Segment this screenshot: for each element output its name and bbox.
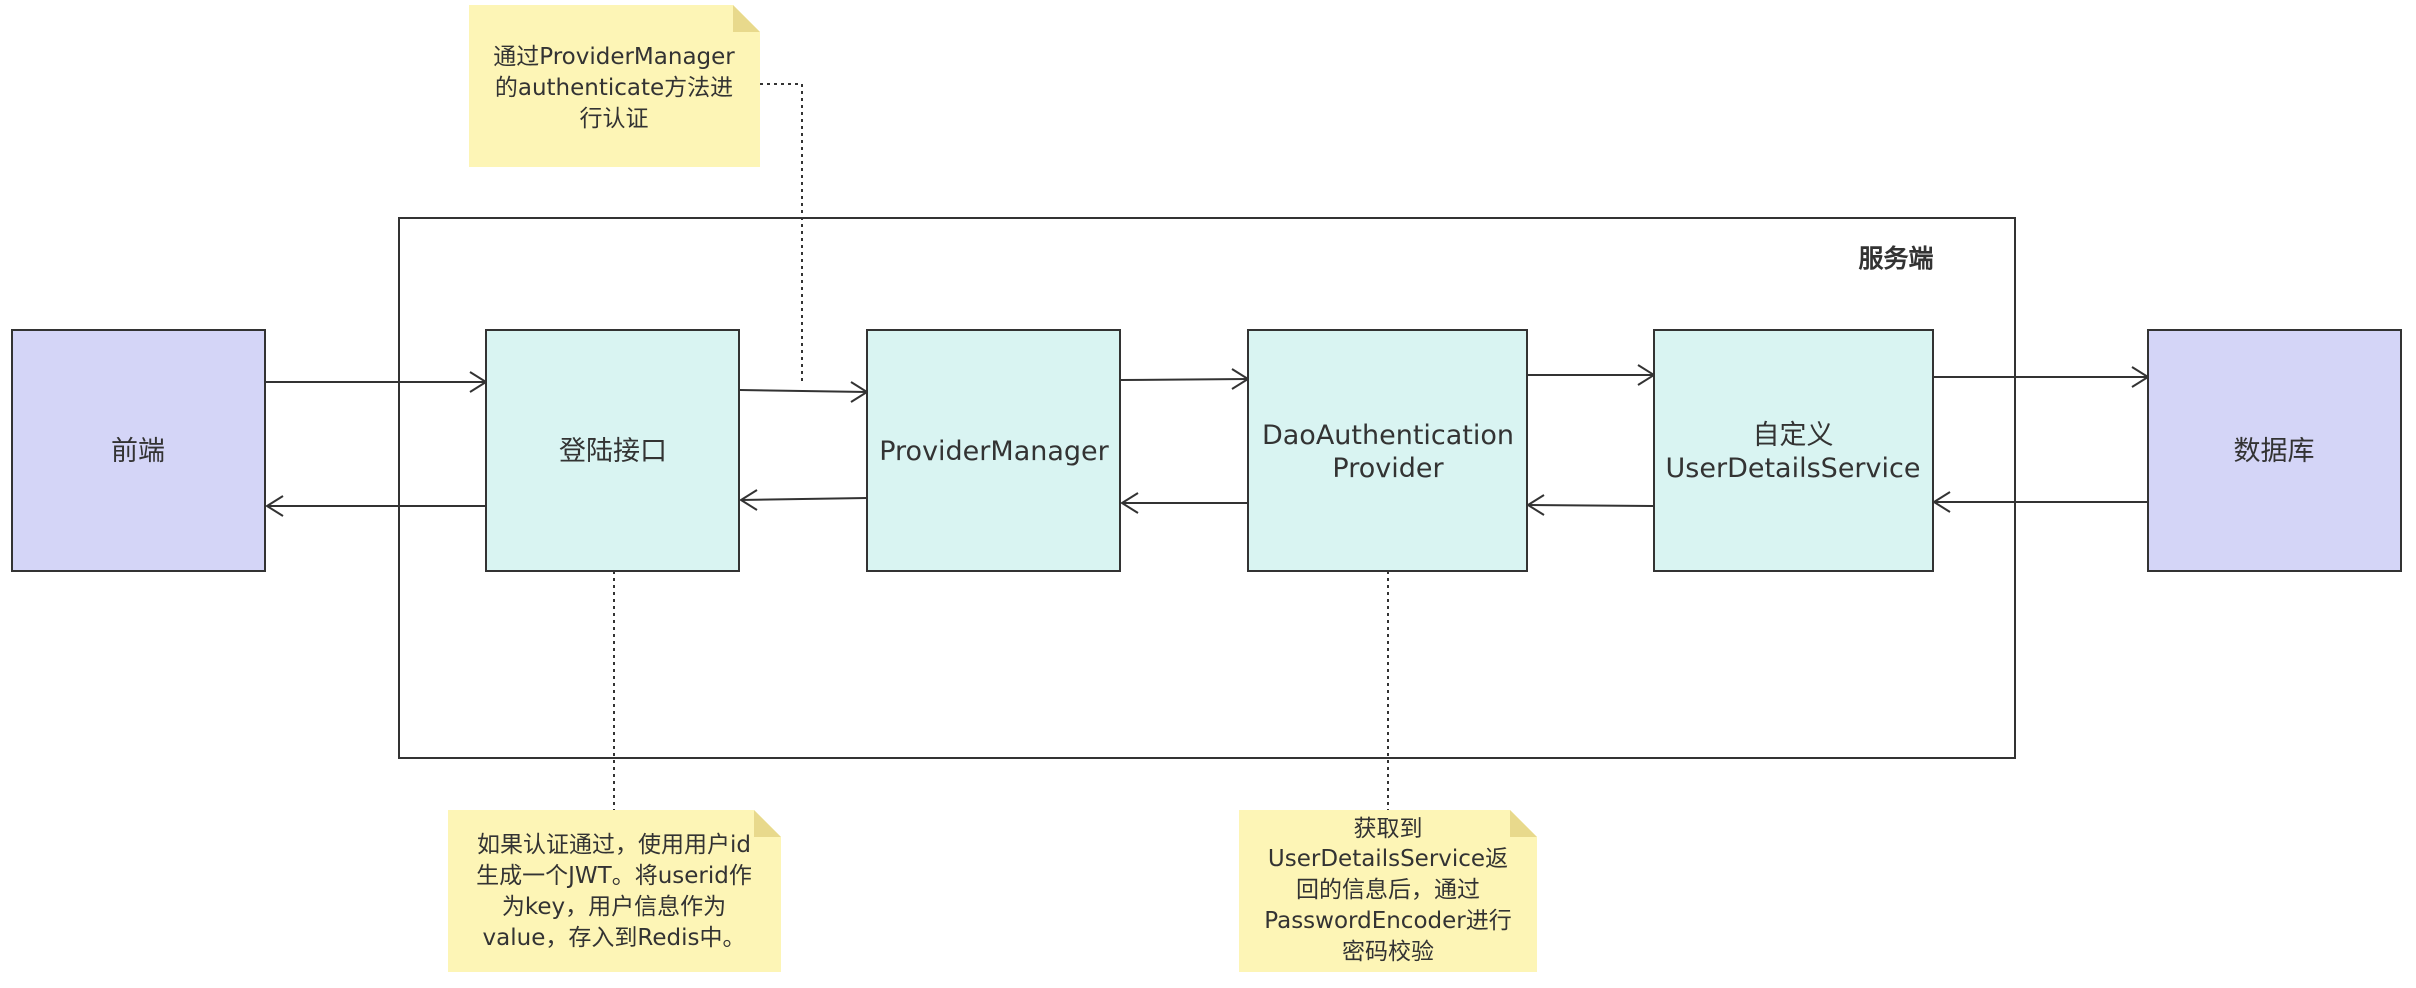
note-bottom-right-line-4: PasswordEncoder进行 [1264,908,1511,934]
note-connectors [613,83,1389,810]
node-frontend-label: 前端 [111,436,165,467]
arrow-provider-manager-to-login [739,489,868,511]
note-bottom-right-line-5: 密码校验 [1342,939,1434,965]
node-dao-authentication-provider: DaoAuthentication Provider [1247,329,1528,572]
node-login-api: 登陆接口 [485,329,740,572]
node-database-label: 数据库 [2234,436,2315,467]
server-group: 服务端 [398,217,2016,759]
note-bottom-right: 获取到 UserDetailsService返 回的信息后，通过 Passwor… [1239,810,1537,972]
note-top-line-2: 的authenticate方法进 [495,75,733,101]
node-provider-manager: ProviderManager [866,329,1121,572]
arrow-login-to-frontend [265,495,486,517]
arrow-login-to-provider-manager [739,381,869,403]
arrow-provider-manager-to-dao [1120,368,1250,390]
note-bottom-left-line-3: 为key，用户信息作为 [502,894,726,920]
note-top-line-1: 通过ProviderManager [493,44,735,70]
note-top: 通过ProviderManager 的authenticate方法进 行认证 [469,5,760,167]
note-bottom-right-line-1: 获取到 [1354,816,1423,842]
server-group-label: 服务端 [1858,244,1933,273]
node-frontend: 前端 [11,329,266,572]
node-user-details-label-line-1: 自定义 [1753,420,1834,451]
arrow-dao-to-user-details [1527,364,1656,386]
top-note-connector [760,83,803,385]
arrow-user-details-to-dao [1526,494,1655,516]
arrow-database-to-user-details [1932,491,2148,513]
note-bottom-left-line-2: 生成一个JWT。将userid作 [476,863,752,889]
node-provider-manager-label: ProviderManager [879,436,1109,467]
node-database: 数据库 [2147,329,2402,572]
node-user-details-label-line-2: UserDetailsService [1666,453,1921,484]
node-login-api-label: 登陆接口 [559,436,667,467]
arrow-dao-to-provider-manager [1120,492,1248,514]
node-dao-label-line-2: Provider [1332,453,1444,484]
node-dao-label-line-1: DaoAuthentication [1262,420,1514,451]
note-bottom-left-line-4: value，存入到Redis中。 [483,925,746,951]
note-bottom-right-line-3: 回的信息后，通过 [1296,877,1480,903]
arrow-user-details-to-database [1933,366,2150,388]
note-bottom-left-line-1: 如果认证通过，使用用户id [477,832,751,858]
arrow-frontend-to-login [265,371,488,393]
note-bottom-left: 如果认证通过，使用用户id 生成一个JWT。将userid作 为key，用户信息… [448,810,781,972]
server-group-frame [398,217,2016,759]
note-top-line-3: 行认证 [580,106,649,132]
note-bottom-right-line-2: UserDetailsService返 [1268,846,1508,872]
node-user-details-service: 自定义 UserDetailsService [1653,329,1934,572]
